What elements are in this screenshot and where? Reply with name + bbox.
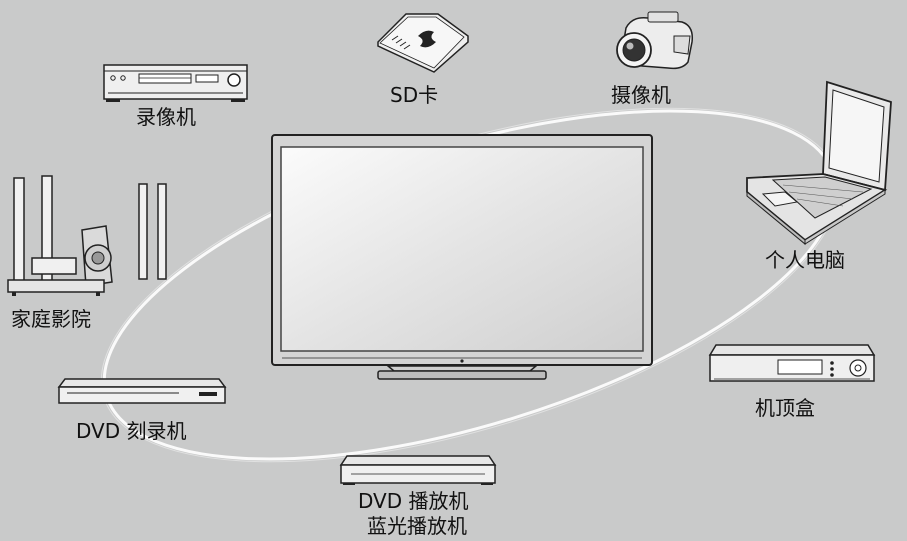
home-theater-icon (7, 175, 167, 296)
camcorder-icon (616, 11, 694, 70)
vcr-icon (103, 64, 248, 102)
dvd-recorder-icon (57, 378, 227, 404)
camcorder-label: 摄像机 (611, 83, 671, 107)
dvd-recorder-label: DVD 刻录机 (76, 419, 187, 443)
laptop-icon (746, 80, 892, 246)
dvd-player-label: DVD 播放机 (358, 489, 469, 513)
bluray-player-label: 蓝光播放机 (367, 514, 467, 538)
vcr-label: 录像机 (136, 105, 196, 129)
set-top-box-label: 机顶盒 (755, 396, 815, 420)
sd-card-icon (377, 13, 469, 73)
sd-card-label: SD卡 (390, 83, 439, 107)
home-theater-label: 家庭影院 (11, 307, 91, 331)
tv-icon (271, 134, 653, 380)
set-top-box-icon (708, 344, 876, 382)
pc-label: 个人电脑 (765, 248, 845, 272)
disc-player-icon (339, 455, 497, 485)
